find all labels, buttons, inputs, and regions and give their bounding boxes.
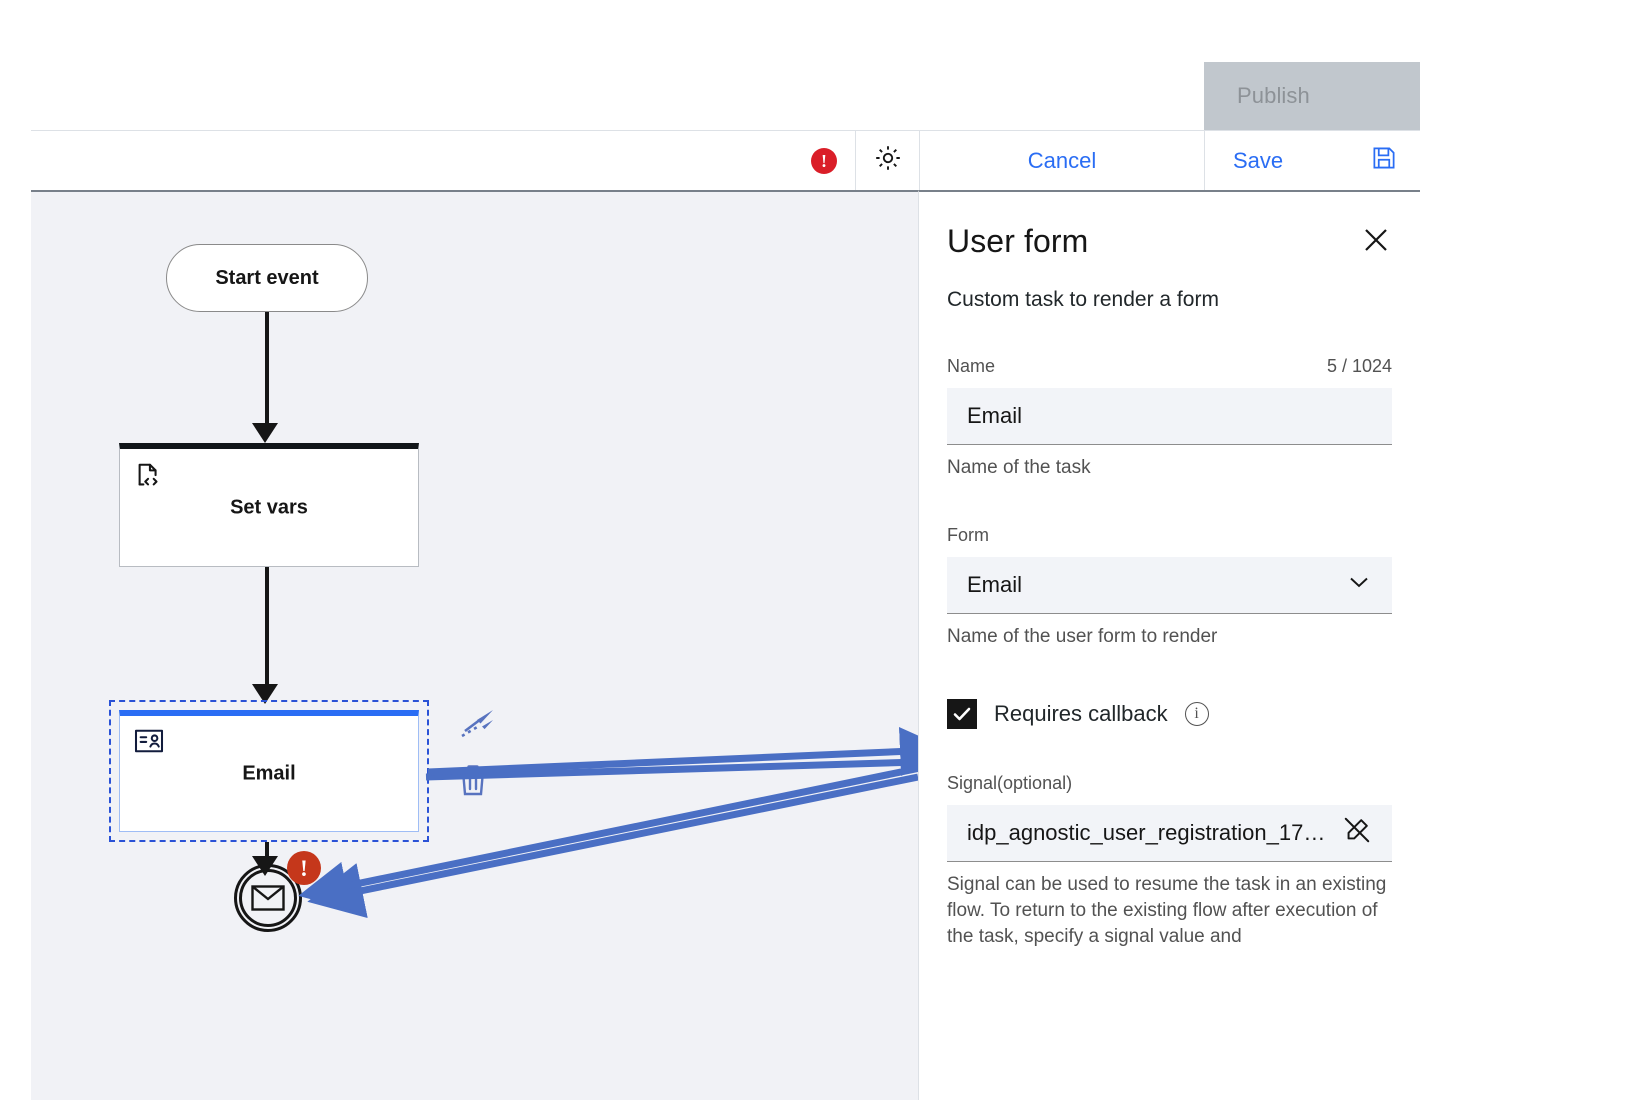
node-label: Start event — [215, 266, 319, 289]
end-event-inner-ring — [239, 869, 297, 927]
gear-icon — [872, 142, 904, 179]
publish-button[interactable]: Publish — [1204, 62, 1420, 130]
name-field-label: Name — [947, 356, 996, 376]
signal-field-help: Signal can be used to resume the task in… — [947, 874, 1387, 947]
info-circle-icon[interactable]: i — [1184, 702, 1209, 727]
requires-callback-checkbox[interactable] — [947, 699, 977, 730]
panel-title: User form — [947, 223, 1089, 259]
floppy-disk-save-icon — [1370, 144, 1398, 178]
requires-callback-row[interactable]: Requires callback i — [947, 699, 1392, 730]
name-field-help: Name of the task — [947, 457, 1091, 478]
error-exclamation-icon: ! — [287, 851, 321, 885]
form-field-head: Form — [947, 525, 1392, 546]
flow-node-end-event[interactable]: ! — [234, 851, 321, 932]
connector-arrowhead — [252, 423, 278, 443]
error-exclamation-icon: ! — [811, 147, 837, 174]
form-field-group: Form Email Name of the user form to rend… — [947, 525, 1392, 650]
signal-field-head: Signal(optional) — [947, 773, 1392, 794]
form-select[interactable]: Email — [947, 556, 1392, 614]
flow-node-email-wrapper: Email — [109, 700, 493, 842]
script-code-document-icon — [134, 461, 164, 496]
close-x-icon[interactable] — [1358, 222, 1394, 258]
connect-arrow-icon[interactable] — [457, 706, 507, 751]
chevron-down-icon — [1346, 569, 1372, 601]
node-label: Set vars — [230, 496, 308, 518]
settings-button[interactable] — [855, 131, 919, 190]
connector-arrowhead — [252, 684, 278, 704]
connector-setvars-to-email — [265, 567, 269, 686]
flow-node-email[interactable]: Email — [119, 710, 419, 832]
panel-subtitle: Custom task to render a form — [947, 288, 1219, 311]
node-toolbar — [457, 706, 507, 814]
name-field-group: Name 5 / 1024 Email Name of the task — [947, 356, 1392, 481]
user-form-id-card-icon — [134, 728, 164, 759]
toolbar-error-indicator[interactable]: ! — [793, 131, 855, 190]
cancel-button[interactable]: Cancel — [919, 131, 1204, 190]
envelope-message-icon — [251, 885, 285, 916]
save-label: Save — [1233, 147, 1284, 173]
connector-email-to-end — [265, 842, 269, 860]
node-label: Email — [242, 762, 296, 784]
form-field-help: Name of the user form to render — [947, 625, 1218, 647]
edit-off-pen-strikethrough-icon[interactable] — [1342, 815, 1372, 851]
save-button[interactable]: Save — [1204, 131, 1420, 190]
form-select-value: Email — [967, 571, 1023, 597]
flow-node-set-vars[interactable]: Set vars — [119, 443, 419, 567]
name-input[interactable]: Email — [947, 388, 1392, 445]
name-field-counter: 5 / 1024 — [1326, 356, 1392, 376]
signal-input-value: idp_agnostic_user_registration_17… — [967, 820, 1326, 846]
signal-input[interactable]: idp_agnostic_user_registration_17… — [947, 805, 1392, 863]
form-field-label: Form — [947, 524, 989, 545]
connector-start-to-setvars — [265, 312, 269, 425]
flow-node-start-event[interactable]: Start event — [166, 244, 368, 312]
name-field-head: Name 5 / 1024 — [947, 356, 1392, 377]
flow-canvas[interactable]: Start event Set vars — [31, 190, 918, 1100]
editor-toolbar: ! Cancel Save — [31, 130, 1420, 190]
properties-panel: User form Custom task to render a form N… — [918, 190, 1420, 1100]
name-input-value: Email — [967, 403, 1023, 428]
signal-field-label: Signal(optional) — [947, 773, 1073, 794]
publish-label: Publish — [1237, 83, 1310, 108]
signal-field-group: Signal(optional) idp_agnostic_user_regis… — [947, 773, 1392, 949]
cancel-label: Cancel — [1027, 147, 1097, 173]
annotation-arrows — [307, 758, 918, 919]
delete-trash-icon[interactable] — [457, 763, 507, 802]
requires-callback-label: Requires callback — [994, 701, 1168, 727]
